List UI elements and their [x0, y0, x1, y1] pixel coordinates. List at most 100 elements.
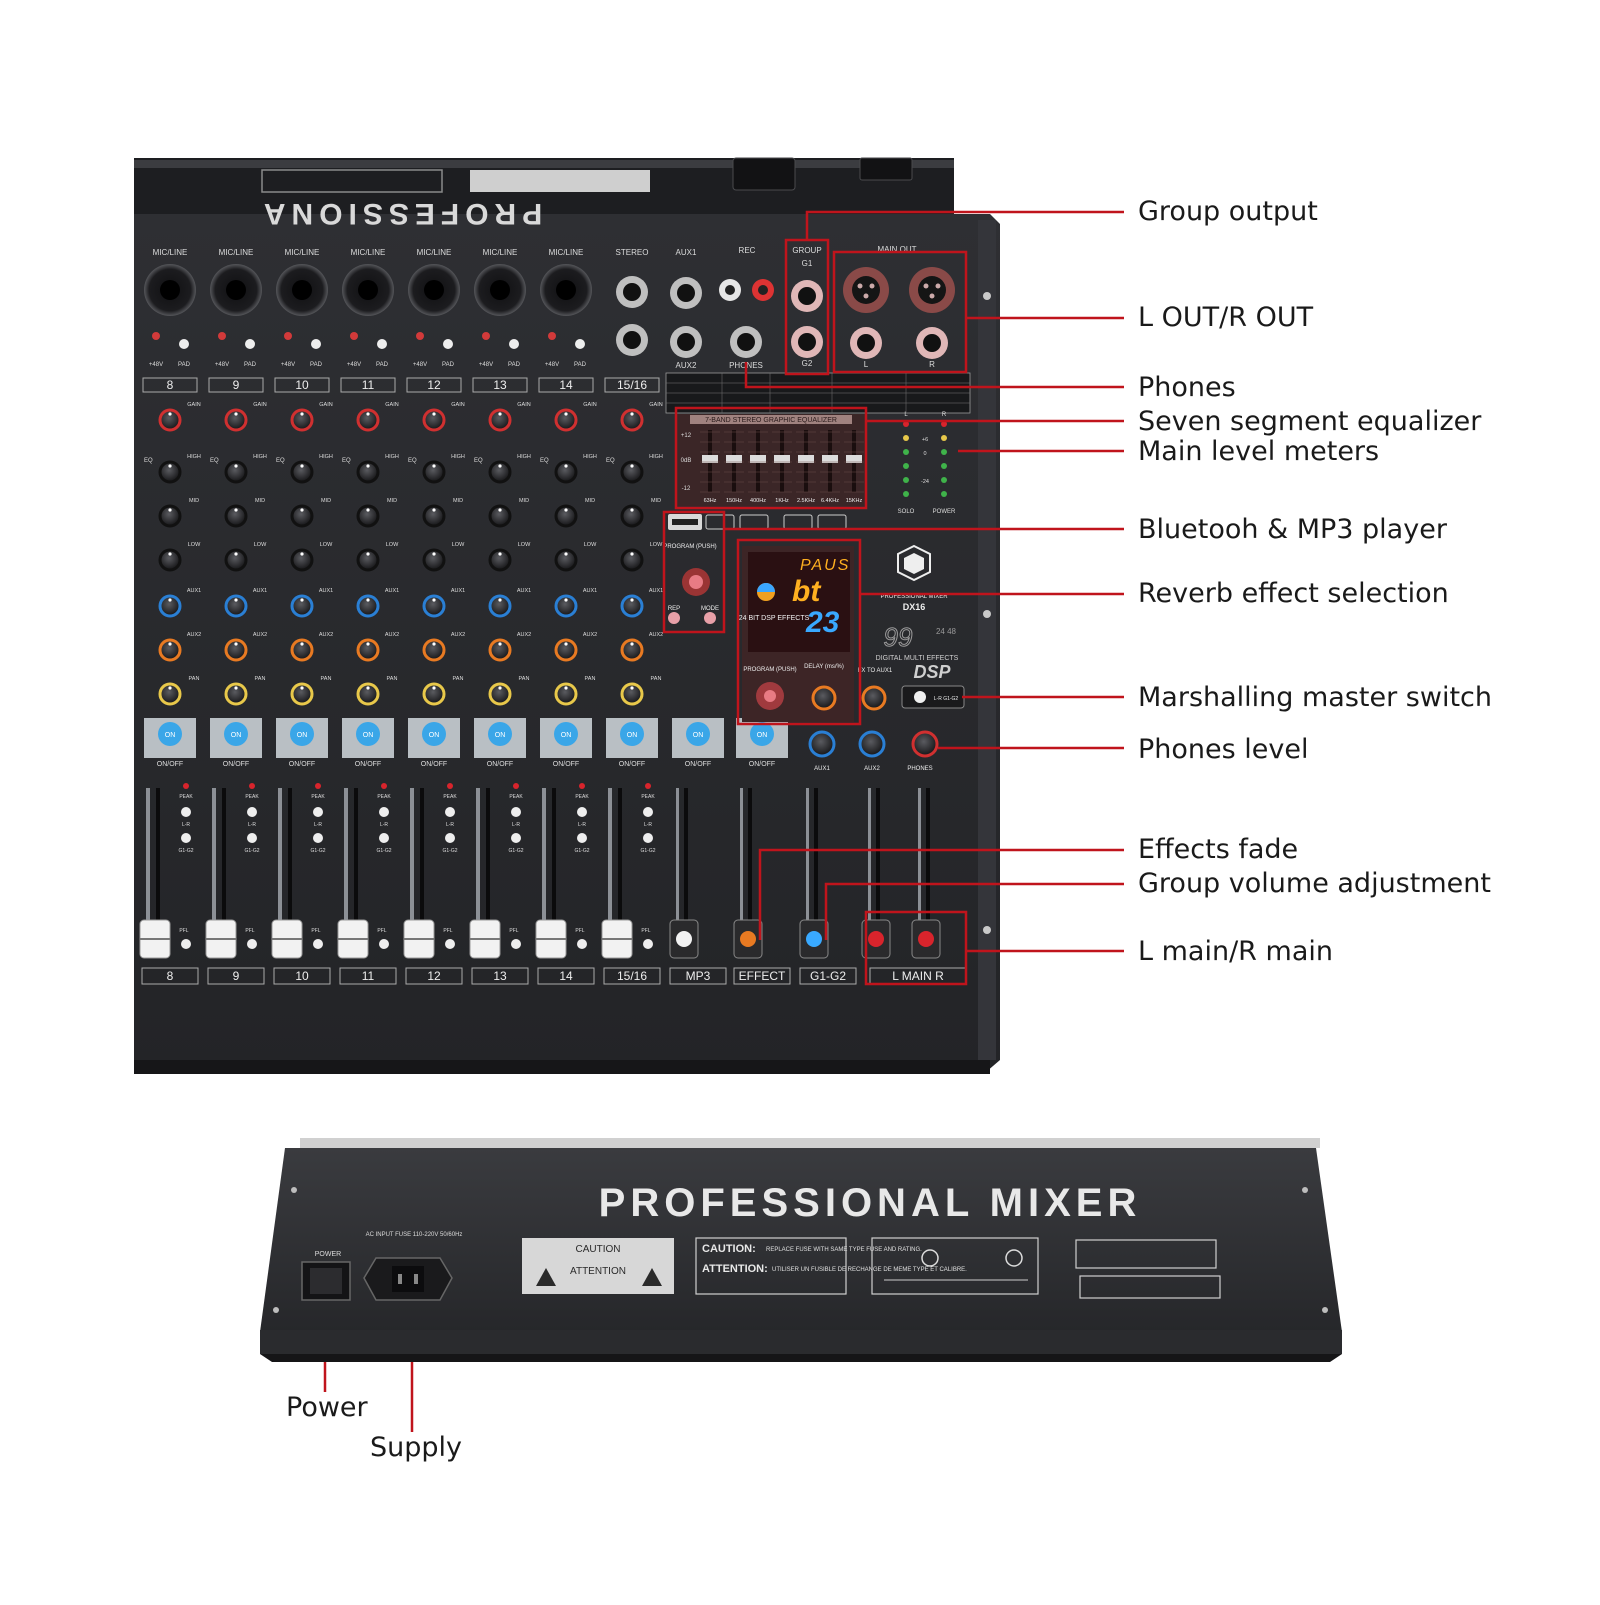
rotary-knob[interactable]: [488, 594, 512, 618]
eq-band-slider[interactable]: 1KHz: [772, 430, 792, 504]
on-button[interactable]: [750, 722, 774, 746]
eq-band-slider[interactable]: 2.5KHz: [796, 430, 816, 504]
rotary-knob[interactable]: [158, 460, 182, 484]
rotary-knob[interactable]: [224, 548, 248, 572]
eq-band-slider[interactable]: 6.4KHz: [820, 430, 840, 504]
rotary-knob[interactable]: [224, 504, 248, 528]
rotary-knob[interactable]: [356, 594, 380, 618]
eq-band-slider[interactable]: 400Hz: [748, 430, 768, 504]
dsp-display-mid: bt: [792, 575, 822, 608]
svg-text:AUX2: AUX2: [451, 632, 465, 638]
rotary-knob[interactable]: [620, 638, 644, 662]
rotary-knob[interactable]: [620, 548, 644, 572]
rotary-knob[interactable]: [488, 504, 512, 528]
rotary-knob[interactable]: [158, 408, 182, 432]
rotary-knob[interactable]: [554, 504, 578, 528]
on-button[interactable]: [224, 722, 248, 746]
meter-led: [941, 449, 947, 455]
rotary-knob[interactable]: [422, 548, 446, 572]
rotary-knob[interactable]: [224, 594, 248, 618]
rotary-knob[interactable]: [356, 504, 380, 528]
rotary-knob[interactable]: [158, 504, 182, 528]
strip-label: 9: [233, 969, 240, 983]
channel-number: 13: [493, 378, 507, 392]
rotary-knob[interactable]: [422, 408, 446, 432]
eq-band-slider[interactable]: 15KHz: [844, 430, 864, 504]
rotary-knob[interactable]: [488, 682, 512, 706]
rotary-knob[interactable]: [290, 504, 314, 528]
on-button[interactable]: [290, 722, 314, 746]
channel-number: 8: [167, 378, 174, 392]
on-button[interactable]: [422, 722, 446, 746]
rotary-knob[interactable]: [620, 408, 644, 432]
eq-band-slider[interactable]: 150Hz: [724, 430, 744, 504]
rotary-knob[interactable]: [554, 594, 578, 618]
svg-text:MID: MID: [255, 498, 265, 504]
rotary-knob[interactable]: [290, 408, 314, 432]
rotary-knob[interactable]: [290, 638, 314, 662]
rotary-knob[interactable]: [422, 460, 446, 484]
rotary-knob[interactable]: [554, 638, 578, 662]
rotary-knob[interactable]: [422, 594, 446, 618]
rotary-knob[interactable]: [290, 594, 314, 618]
svg-text:PEAK: PEAK: [311, 794, 325, 800]
rotary-knob[interactable]: [356, 460, 380, 484]
rotary-knob[interactable]: [158, 548, 182, 572]
rotary-knob[interactable]: [224, 682, 248, 706]
rotary-knob[interactable]: [224, 638, 248, 662]
rotary-knob[interactable]: [422, 638, 446, 662]
rotary-knob[interactable]: [620, 682, 644, 706]
rotary-knob[interactable]: [224, 408, 248, 432]
channel-number: 10: [295, 378, 309, 392]
svg-text:HIGH: HIGH: [253, 454, 267, 460]
rotary-knob[interactable]: [422, 682, 446, 706]
on-button[interactable]: [488, 722, 512, 746]
on-button[interactable]: [356, 722, 380, 746]
rotary-knob[interactable]: [554, 408, 578, 432]
rotary-knob[interactable]: [554, 460, 578, 484]
svg-text:PFL: PFL: [641, 928, 650, 934]
dsp-display-number: 23: [805, 606, 840, 639]
svg-text:MID: MID: [585, 498, 595, 504]
rotary-knob[interactable]: [356, 682, 380, 706]
rotary-knob[interactable]: [620, 594, 644, 618]
svg-text:MID: MID: [519, 498, 529, 504]
eq-band-slider[interactable]: 63Hz: [700, 430, 720, 504]
rotary-knob[interactable]: [422, 504, 446, 528]
strip-label: 13: [493, 969, 507, 983]
on-button[interactable]: [686, 722, 710, 746]
rotary-knob[interactable]: [158, 594, 182, 618]
rotary-knob[interactable]: [158, 638, 182, 662]
on-button[interactable]: [620, 722, 644, 746]
eq-band-label: 1KHz: [775, 498, 789, 504]
rotary-knob[interactable]: [356, 408, 380, 432]
rotary-knob[interactable]: [158, 682, 182, 706]
svg-text:PROFESSIONAL MIXER: PROFESSIONAL MIXER: [880, 594, 948, 600]
svg-text:LOW: LOW: [254, 542, 267, 548]
rotary-knob[interactable]: [620, 460, 644, 484]
rotary-knob[interactable]: [224, 460, 248, 484]
svg-text:CAUTION: CAUTION: [576, 1244, 621, 1255]
rotary-knob[interactable]: [554, 548, 578, 572]
rotary-knob[interactable]: [356, 638, 380, 662]
svg-text:GAIN: GAIN: [649, 402, 662, 408]
master-section: L-R G1-G2 AUX1 AUX2 PHONES: [808, 685, 965, 772]
rotary-knob[interactable]: [488, 408, 512, 432]
rotary-knob[interactable]: [290, 682, 314, 706]
rotary-knob[interactable]: [290, 548, 314, 572]
svg-text:PEAK: PEAK: [443, 794, 457, 800]
on-button[interactable]: [158, 722, 182, 746]
rotary-knob[interactable]: [488, 548, 512, 572]
rotary-knob[interactable]: [356, 548, 380, 572]
rotary-knob[interactable]: [554, 682, 578, 706]
callout-main-level-meters: Main level meters: [1138, 436, 1380, 467]
rotary-knob[interactable]: [620, 504, 644, 528]
on-button[interactable]: [554, 722, 578, 746]
svg-text:PFL: PFL: [311, 928, 320, 934]
svg-text:EQ: EQ: [144, 458, 153, 464]
rotary-knob[interactable]: [488, 460, 512, 484]
rotary-knob[interactable]: [290, 460, 314, 484]
meter-led: [903, 477, 909, 483]
rotary-knob[interactable]: [488, 638, 512, 662]
